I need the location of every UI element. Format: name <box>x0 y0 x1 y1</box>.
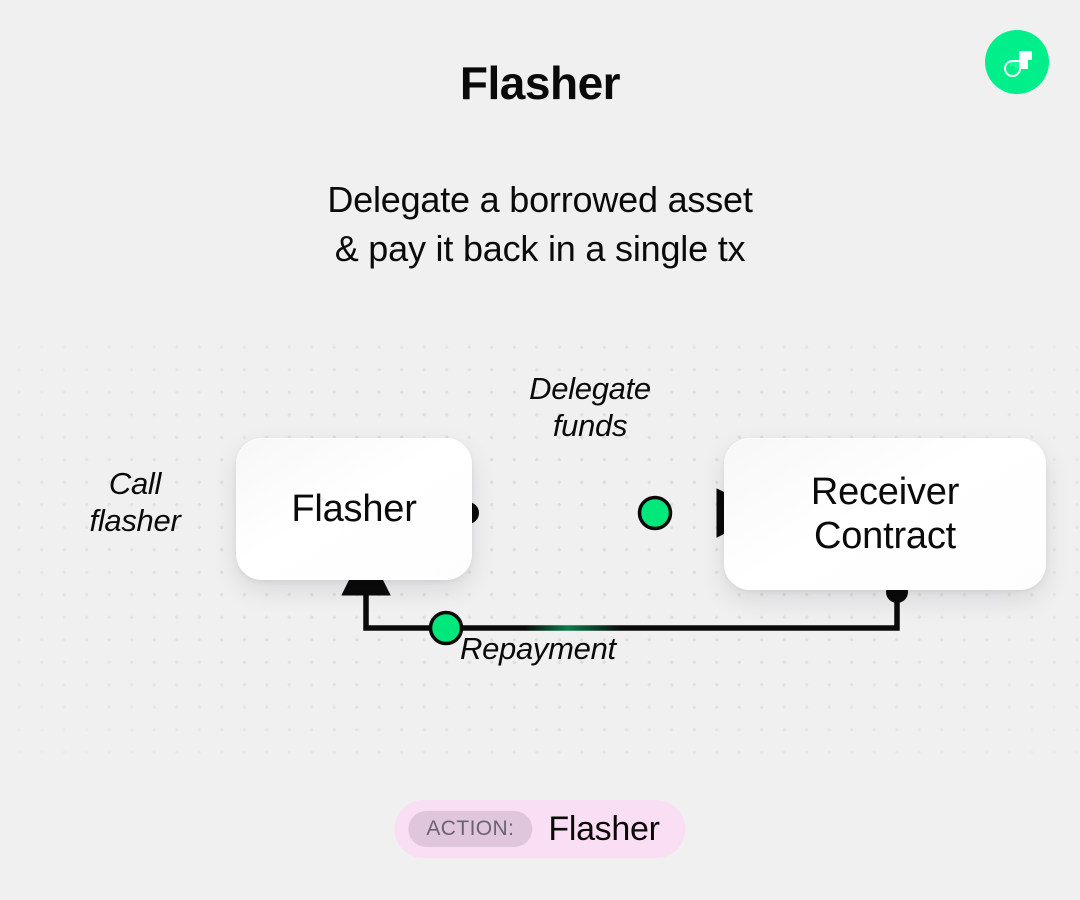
page-title: Flasher <box>459 57 621 109</box>
page-subtitle: Delegate a borrowed asset & pay it back … <box>327 179 753 269</box>
flow-logo <box>985 30 1049 94</box>
delegate-token <box>637 495 673 531</box>
label-delegate-funds: Delegate funds <box>529 371 651 444</box>
label-repayment: Repayment <box>460 631 616 666</box>
node-flasher[interactable]: Flasher <box>236 438 472 580</box>
action-badge: ACTION: Flasher <box>394 800 686 858</box>
action-value: Flasher <box>548 809 660 848</box>
label-call-flasher: Call flasher <box>89 466 181 539</box>
node-receiver[interactable]: Receiver Contract <box>724 438 1046 590</box>
repayment-token <box>428 610 464 646</box>
diagram-canvas: Flasher Receiver Contract Call flasher D… <box>0 330 1080 760</box>
delegate-funds-edge <box>457 488 766 538</box>
action-chip-label: ACTION: <box>408 811 533 847</box>
